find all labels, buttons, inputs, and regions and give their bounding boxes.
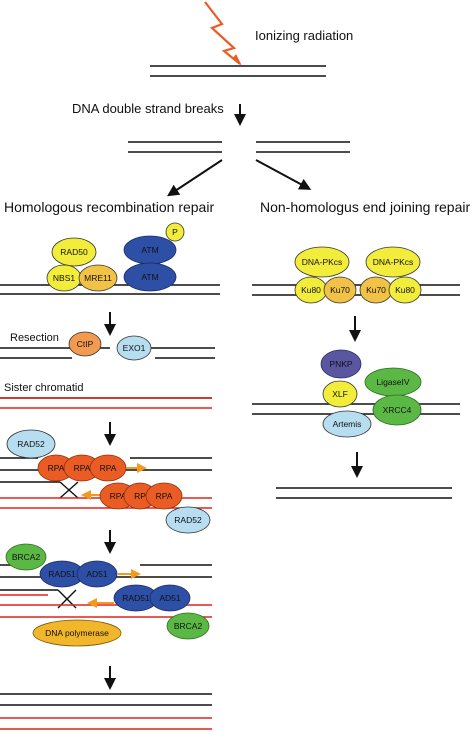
xlf-protein bbox=[322, 380, 358, 408]
resection-label: Resection bbox=[10, 332, 59, 344]
arrow-to-hr bbox=[166, 159, 223, 197]
ionizing-radiation-label: Ionizing radiation bbox=[255, 28, 353, 43]
atm-protein bbox=[123, 262, 177, 292]
phosphate-label: P bbox=[172, 227, 178, 237]
pnkp-protein bbox=[320, 349, 362, 379]
ku70-protein bbox=[323, 276, 357, 304]
dnapkcs-label: DNA-PKcs bbox=[373, 257, 414, 267]
dnapkcs-protein bbox=[294, 246, 350, 278]
ku70-label: Ku70 bbox=[366, 285, 386, 295]
exo1-label: EXO1 bbox=[123, 343, 146, 353]
brca2-label: BRCA2 bbox=[12, 552, 41, 562]
ku80-protein bbox=[388, 276, 422, 304]
nbs1-label: NBS1 bbox=[53, 273, 75, 283]
xrcc4-protein bbox=[372, 394, 422, 426]
exo1-protein bbox=[116, 335, 152, 361]
rad51-label: RAD51 bbox=[48, 569, 76, 579]
sister-chromatid-label: Sister chromatid bbox=[4, 382, 83, 394]
brca2-label: BRCA2 bbox=[174, 621, 203, 631]
xrcc4-label: XRCC4 bbox=[383, 405, 412, 415]
lightning-tip bbox=[233, 54, 242, 66]
rad51-protein bbox=[149, 584, 191, 612]
atm-label: ATM bbox=[141, 272, 158, 282]
phosphate-icon bbox=[165, 222, 185, 242]
dsb-label: DNA double strand breaks bbox=[72, 101, 224, 116]
rpa-label: RPA bbox=[156, 491, 173, 501]
rpa-label: RP bbox=[134, 491, 146, 501]
rad52-label: RAD52 bbox=[17, 439, 45, 449]
hr-heading: Homologous recombination repair bbox=[4, 199, 214, 215]
pnkp-label: PNKP bbox=[329, 359, 352, 369]
ku80-label: Ku80 bbox=[301, 285, 321, 295]
ctip-label: CtIP bbox=[77, 339, 94, 349]
rad51-label: RAD51 bbox=[122, 593, 150, 603]
dna-polymerase-protein bbox=[32, 619, 122, 647]
rad51-protein bbox=[76, 560, 118, 588]
arrow-to-nhej bbox=[255, 159, 312, 190]
nhej-heading: Non-homologus end joining repair bbox=[260, 199, 470, 215]
ctip-protein bbox=[68, 331, 102, 357]
rpa-label: RPA bbox=[100, 463, 117, 473]
rpa-label: RPA bbox=[110, 491, 127, 501]
ku70-label: Ku70 bbox=[330, 285, 350, 295]
brca2-protein bbox=[5, 543, 47, 571]
rad50-protein bbox=[51, 237, 97, 267]
rad52-label: RAD52 bbox=[174, 515, 202, 525]
rad50-label: RAD50 bbox=[60, 247, 88, 257]
dnapkcs-protein bbox=[365, 246, 421, 278]
mre11-label: MRE11 bbox=[84, 273, 112, 283]
rad52-protein bbox=[165, 506, 211, 534]
rpa-label: RPA bbox=[48, 463, 65, 473]
rpa-protein bbox=[145, 482, 183, 510]
dna-polymerase-label: DNA polymerase bbox=[45, 628, 109, 638]
dnapkcs-label: DNA-PKcs bbox=[302, 257, 343, 267]
rpa-label: RPA bbox=[74, 463, 91, 473]
dna-cross bbox=[59, 481, 79, 499]
brca2-protein bbox=[166, 612, 210, 640]
ligaseiv-label: LigaseIV bbox=[376, 377, 409, 387]
rad52-protein bbox=[6, 429, 56, 459]
ku80-label: Ku80 bbox=[395, 285, 415, 295]
atm-label: ATM bbox=[141, 245, 158, 255]
artemis-label: Artemis bbox=[333, 419, 362, 429]
rad51-label: AD51 bbox=[159, 593, 181, 603]
xlf-label: XLF bbox=[332, 389, 348, 399]
lightning-bolt-icon bbox=[204, 1, 241, 65]
artemis-protein bbox=[322, 410, 372, 438]
rad51-label: AD51 bbox=[86, 569, 108, 579]
mre11-protein bbox=[78, 264, 118, 292]
